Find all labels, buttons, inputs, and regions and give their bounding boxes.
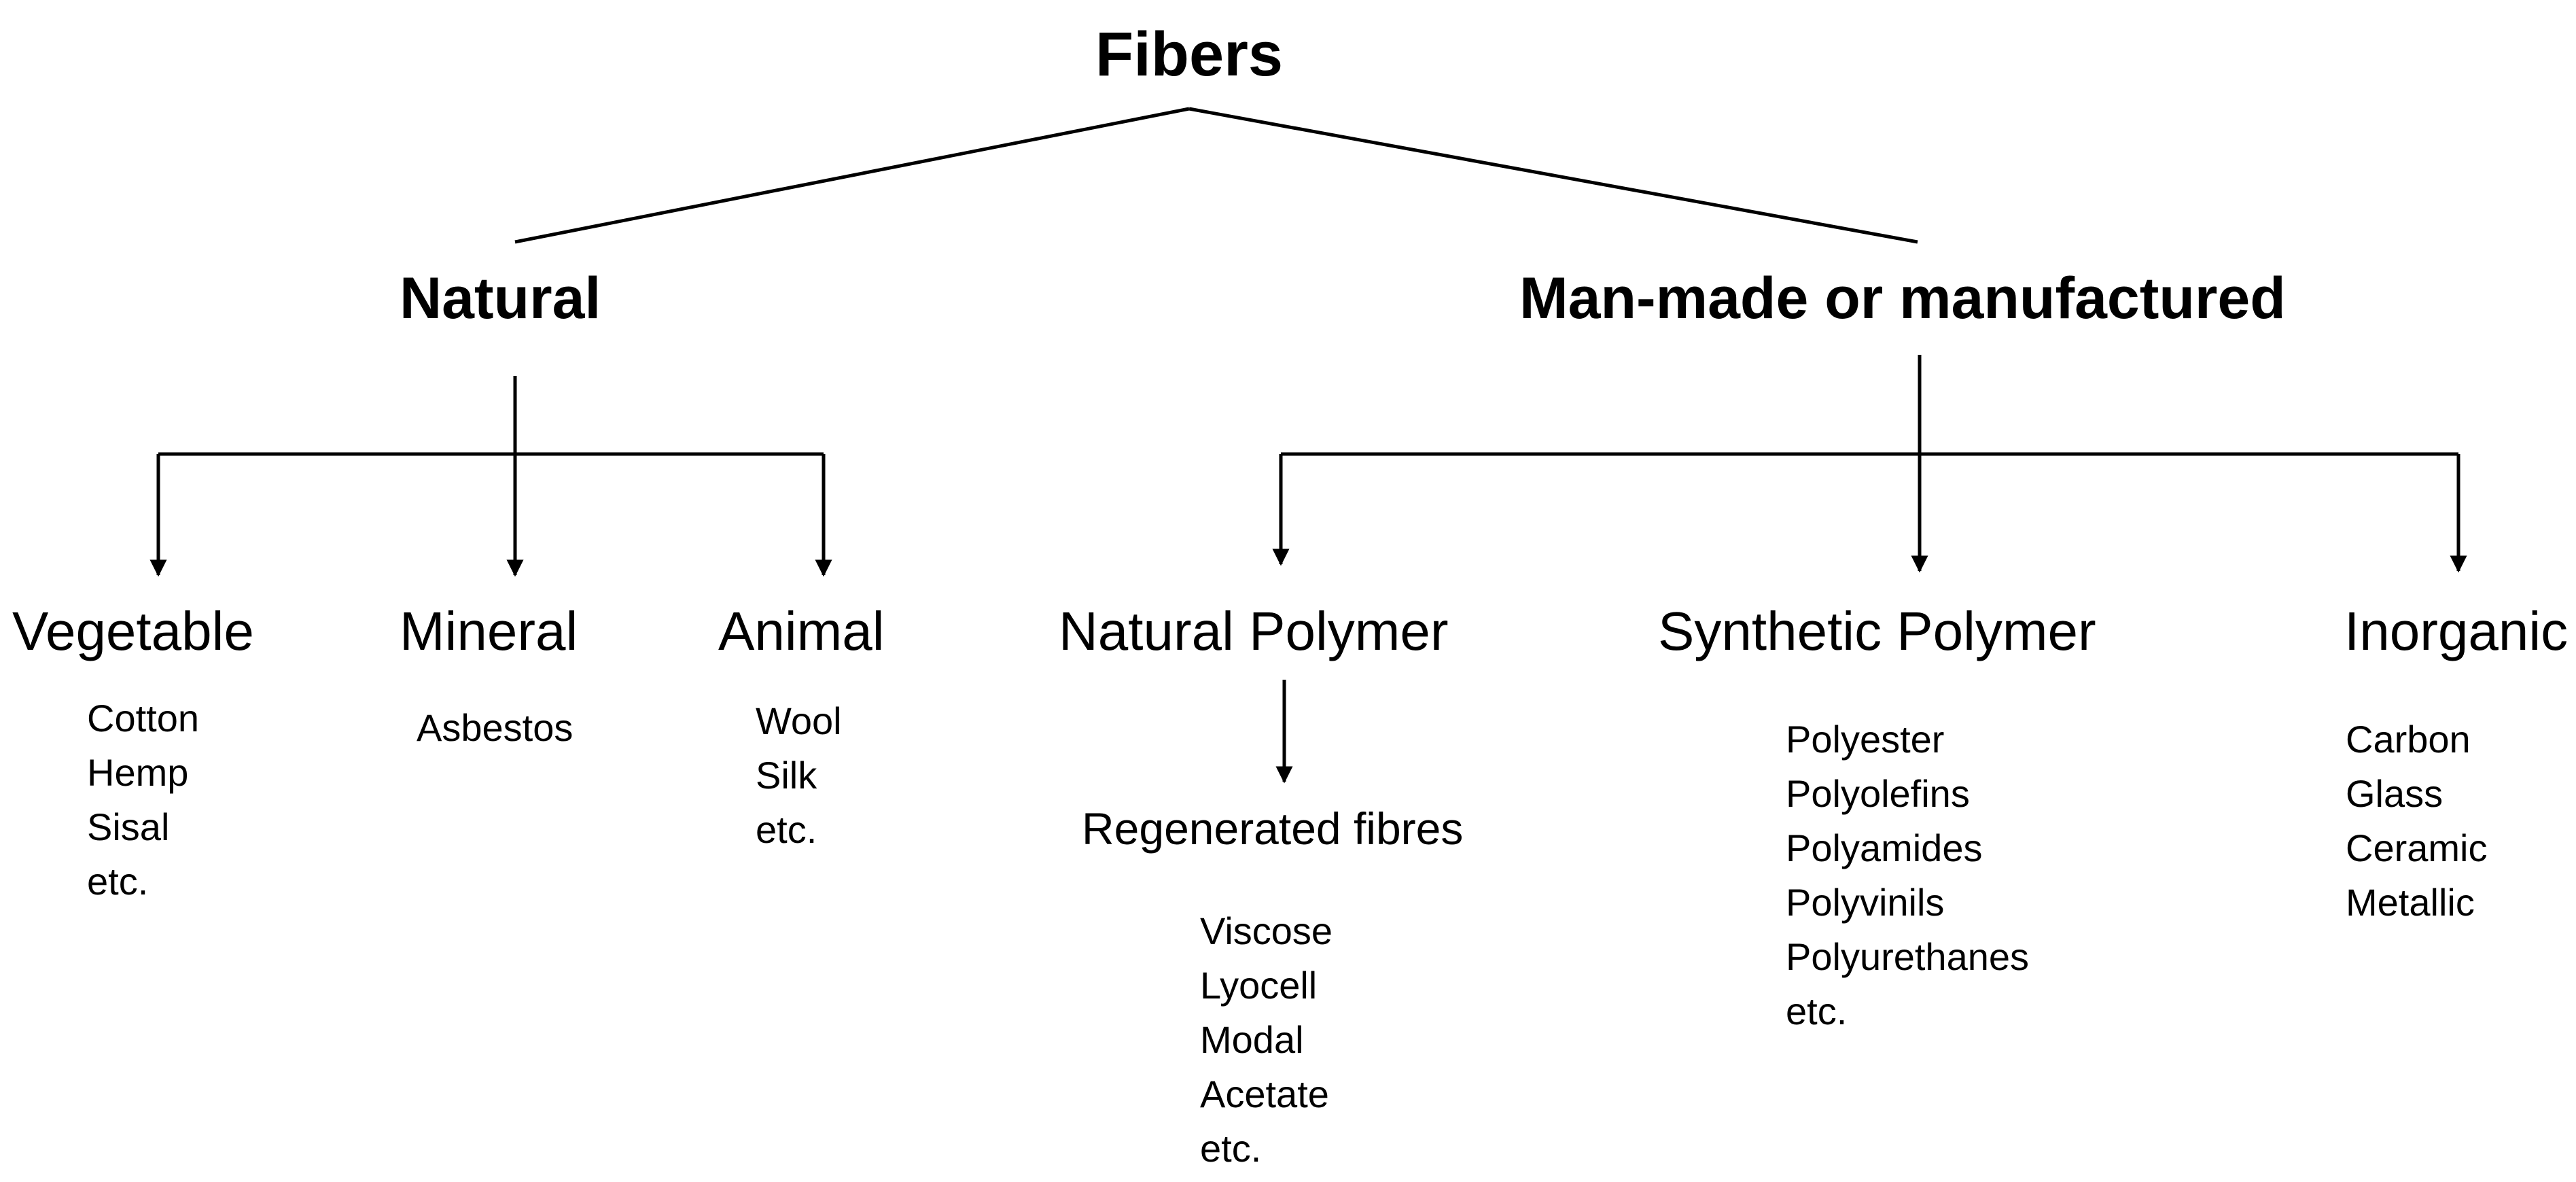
list-item: Sisal	[87, 805, 170, 848]
list-item: Acetate	[1200, 1073, 1329, 1115]
list-item: Polyolefins	[1786, 772, 1970, 815]
category-label-synthetic-polymer: Synthetic Polymer	[1658, 601, 2096, 661]
list-item: Lyocell	[1200, 964, 1318, 1007]
branch-label-manmade: Man-made or manufactured	[1519, 266, 2286, 331]
connector-fibers-natural	[514, 107, 1190, 244]
list-item: Metallic	[2346, 881, 2475, 924]
root-label: Fibers	[1095, 20, 1284, 89]
list-item: etc.	[1786, 990, 1848, 1032]
list-item: Cotton	[87, 697, 199, 740]
list-item: Ceramic	[2346, 827, 2488, 869]
list-item: Polyester	[1786, 718, 1945, 761]
list-item: Silk	[756, 754, 817, 797]
list-item: Hemp	[87, 751, 189, 794]
list-item: etc.	[756, 808, 817, 851]
list-item: Glass	[2346, 772, 2443, 815]
list-item: Polyamides	[1786, 827, 1983, 869]
category-label-natural-polymer: Natural Polymer	[1059, 601, 1449, 661]
list-item: Carbon	[2346, 718, 2471, 761]
category-label-mineral: Mineral	[400, 601, 578, 661]
list-item: Viscose	[1200, 909, 1333, 952]
item-list-mineral: Asbestos	[417, 701, 573, 755]
list-item: Modal	[1200, 1018, 1304, 1061]
category-label-animal: Animal	[718, 601, 885, 661]
list-item: Polyurethanes	[1786, 935, 2030, 978]
category-label-regenerated-fibres: Regenerated fibres	[1082, 803, 1464, 854]
list-item: etc.	[1200, 1127, 1262, 1170]
list-item: Polyvinils	[1786, 881, 1945, 924]
category-label-vegetable: Vegetable	[12, 601, 254, 661]
list-item: Wool	[756, 699, 842, 742]
branch-label-natural: Natural	[400, 266, 601, 331]
list-item: etc.	[87, 860, 149, 903]
list-item: Asbestos	[417, 706, 574, 749]
connector-fibers-manmade	[1188, 107, 1918, 244]
category-label-inorganic: Inorganic	[2344, 601, 2569, 661]
